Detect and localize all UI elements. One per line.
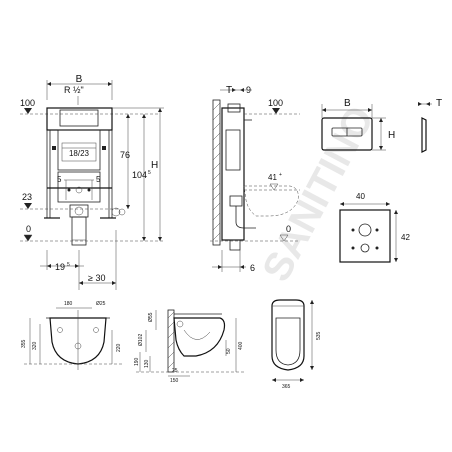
side-height-100: 100: [268, 98, 283, 108]
inner-width-label: 18/23: [69, 149, 90, 158]
dim-76-label: 76: [120, 150, 130, 160]
bowl-dim-320: 320: [32, 341, 38, 350]
pad-dim-42: 42: [401, 233, 410, 242]
dim-19-label: 19: [55, 262, 65, 272]
side-bowl-dim-102: Ø102: [138, 334, 144, 346]
pad-dim-40: 40: [356, 192, 365, 201]
height-100-label: 100: [20, 98, 35, 108]
plate-dim-b: B: [344, 98, 351, 109]
plate-dim-h: H: [388, 130, 395, 141]
side-dim-41-suffix: +: [279, 172, 282, 178]
connection-label: R ½": [64, 85, 84, 95]
side-bowl-dim-55: Ø55: [148, 312, 154, 322]
dim-h-label: H: [151, 160, 158, 171]
frame-side-view: T 9 100 41 + 0: [210, 85, 300, 273]
dim-104-label: 104: [132, 170, 147, 180]
side-bowl-dim-130: 130: [144, 359, 150, 368]
side-bowl-dim-190: 190: [134, 357, 140, 366]
side-dim-41: 41: [268, 173, 277, 182]
plate-dim-t: T: [436, 98, 442, 109]
top-bowl-dim-365: 365: [282, 384, 291, 390]
bowl-top-view: 535 365: [271, 299, 322, 390]
flush-plate: B H T: [321, 98, 442, 153]
height-0-label: 0: [26, 224, 31, 234]
side-bowl-dim-400: 400: [238, 341, 244, 350]
bowl-dim-220: 220: [116, 343, 122, 352]
dim-19-sup: 5: [67, 262, 70, 268]
side-bowl-dim-25: 25: [172, 368, 178, 374]
dim-104-sup: 5: [148, 170, 151, 176]
side-dim-t: T: [226, 85, 232, 96]
side-bowl-dim-50: 50: [226, 348, 232, 354]
side-dim-6: 6: [250, 263, 255, 273]
height-23-label: 23: [22, 192, 32, 202]
bowl-side-view: Ø55 Ø102 400 50 190 130 150 25: [134, 309, 246, 384]
frame-front-view: B R ½" 100 18/23 5 5: [20, 74, 165, 290]
dim-ge30-label: ≥ 30: [88, 273, 105, 283]
bowl-dim-355: 355: [21, 339, 27, 348]
dim-5-left: 5: [57, 175, 62, 184]
side-dim-0: 0: [286, 224, 291, 234]
side-bowl-dim-150: 150: [170, 378, 179, 384]
insulation-pad: 40 42: [339, 192, 410, 263]
dim-b-label: B: [76, 74, 83, 85]
bowl-front-view: 180 Ø25 355 320 220: [21, 301, 124, 370]
dim-5-right: 5: [96, 175, 101, 184]
bowl-dim-25: Ø25: [96, 301, 106, 307]
top-bowl-dim-535: 535: [316, 331, 322, 340]
bowl-dim-180: 180: [64, 301, 73, 307]
